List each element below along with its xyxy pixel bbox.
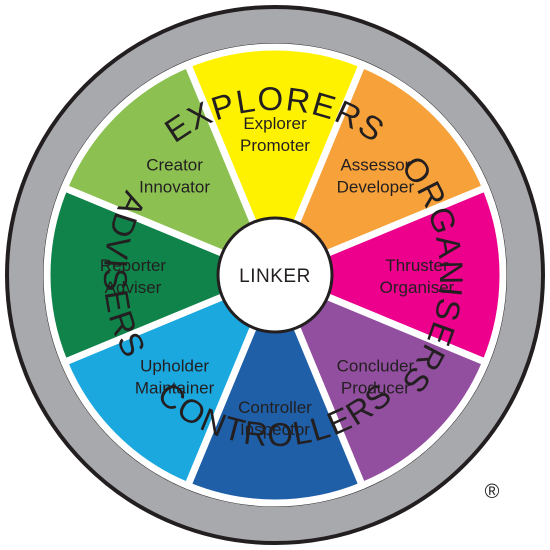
segment-upholder-maintainer (60, 286, 264, 490)
segment-label-line2: Maintainer (135, 378, 215, 397)
segment-label-line2: Developer (337, 178, 415, 197)
segment-label-line2: Inspector (240, 420, 310, 439)
segment-label-line2: Producer (341, 378, 410, 397)
segment-explorer-promoter (184, 43, 366, 242)
segment-label-line2: Organiser (380, 278, 455, 297)
segment-reporter-adviser (43, 184, 242, 366)
segment-assessor-developer (286, 60, 490, 264)
segment-concluder-producer (286, 286, 490, 490)
segment-label-line1: Assessor (340, 156, 410, 175)
segment-label-line1: Upholder (140, 356, 209, 375)
segment-creator-innovator (60, 60, 264, 264)
segment-label-line2: Promoter (240, 136, 310, 155)
registered-trademark-mark: ® (485, 481, 500, 503)
segment-thruster-organiser (308, 184, 507, 366)
center-circle (216, 216, 334, 334)
segment-label-line1: Explorer (243, 114, 307, 133)
center-label: LINKER (239, 266, 311, 287)
segment-label-line1: Thruster (385, 256, 449, 275)
segment-controller-inspector (184, 308, 366, 507)
segment-label-line1: Reporter (100, 256, 166, 275)
segment-label-line1: Concluder (337, 356, 415, 375)
segment-label-line1: Controller (238, 398, 312, 417)
segment-label-line2: Adviser (105, 278, 162, 297)
segment-label-line1: Creator (146, 156, 203, 175)
segment-label-line2: Innovator (139, 178, 210, 197)
